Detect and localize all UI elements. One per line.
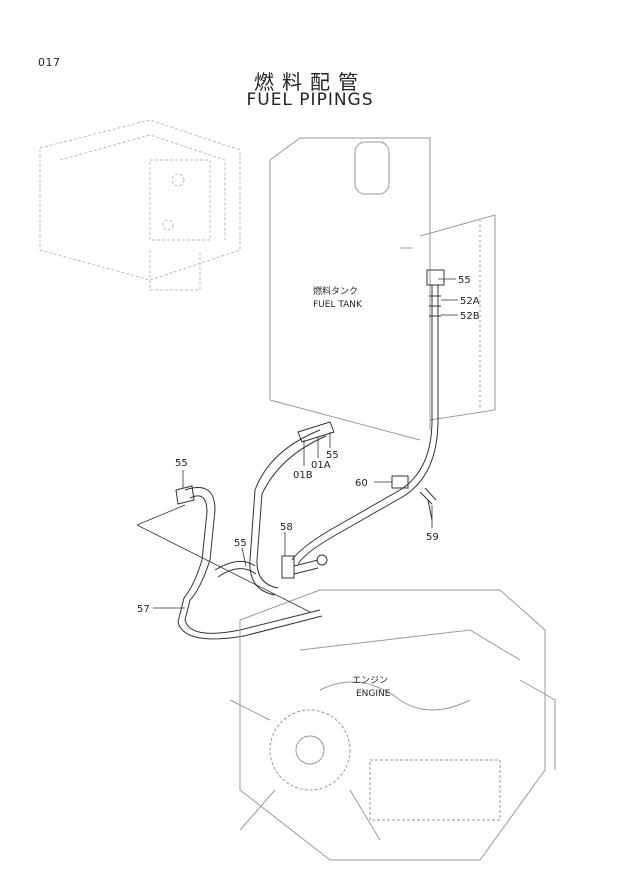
engine-label: ENGINE — [356, 689, 391, 699]
left-loop-pipe — [175, 485, 323, 640]
part-label-52b: 52B — [460, 311, 480, 322]
page-number: 017 — [38, 56, 61, 69]
fuel-tank-outline — [269, 137, 496, 441]
upper-machinery-outline — [39, 119, 241, 291]
part-label-58: 58 — [280, 522, 293, 533]
fuel-tank-label-jp: 燃料タンク — [313, 285, 358, 297]
part-label-60: 60 — [355, 478, 368, 489]
page-title: FUEL PIPINGS — [246, 90, 374, 110]
part-label-01a: 01A — [311, 460, 331, 471]
part-label-55-center: 55 — [234, 538, 247, 549]
bolt-clamp — [391, 475, 437, 521]
part-label-55-left: 55 — [175, 458, 188, 469]
part-label-57: 57 — [137, 604, 150, 615]
part-number-labels: 55 52A 52B 01B 01A 55 60 59 55 58 55 57 — [137, 275, 480, 615]
pipe-clamp — [281, 554, 328, 579]
part-label-01b: 01B — [293, 470, 313, 481]
part-label-55-mid: 55 — [326, 450, 339, 461]
engine-outline — [229, 589, 556, 861]
page-title-japanese: 燃料配管 — [254, 70, 366, 94]
part-label-55-tank: 55 — [458, 275, 471, 286]
part-label-52a: 52A — [460, 296, 480, 307]
supply-fuel-pipe — [249, 421, 335, 596]
return-fuel-pipe — [291, 269, 445, 565]
part-label-59: 59 — [426, 532, 439, 543]
fuel-tank-label: FUEL TANK — [313, 300, 363, 310]
leader-lines — [136, 278, 458, 613]
engine-label-jp: エンジン — [352, 676, 388, 686]
